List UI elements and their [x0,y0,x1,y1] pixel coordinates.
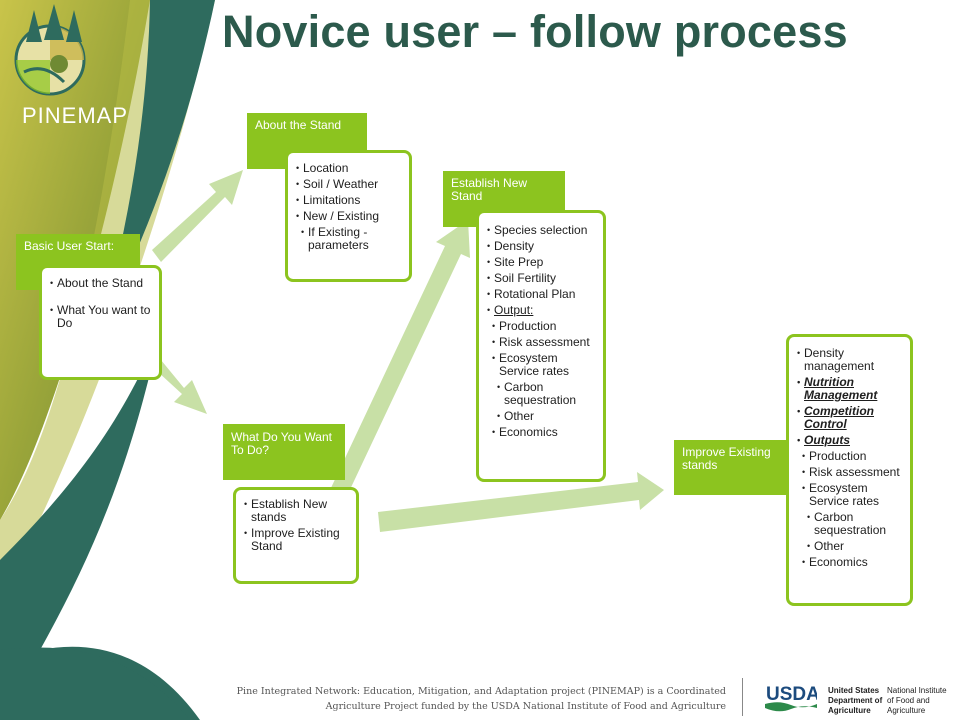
about-item-location: Location [296,162,401,176]
improve-item-ecosystem: Ecosystem Service rates [802,482,902,508]
improve-tab: Improve Existing stands [674,440,794,495]
establish-item-species: Species selection [487,224,595,238]
usda-nifa-line-1: National Institute [887,686,947,695]
usda-nifa-line-2: of Food and [887,696,930,705]
establish-item-ecosystem: Ecosystem Service rates [492,352,595,378]
corner-teal [0,330,200,720]
establish-item-other: Other [497,410,595,424]
about-item-parameters: If Existing - parameters [301,226,401,252]
improve-item-nutrition: Nutrition Management [797,376,902,402]
usda-nifa-line-3: Agriculture [887,706,926,715]
improve-item-density: Density management [797,347,902,373]
improve-item-carbon: Carbon sequestration [807,511,902,537]
about-item-new-existing: New / Existing [296,210,401,224]
footer-teal [0,647,190,720]
about-item-soil: Soil / Weather [296,178,401,192]
improve-item-production: Production [802,450,902,464]
improve-item-competition: Competition Control [797,405,902,431]
improve-item-other: Other [807,540,902,554]
what-item-improve: Improve Existing Stand [244,527,348,553]
establish-item-carbon: Carbon sequestration [497,381,595,407]
about-item-limitations: Limitations [296,194,401,208]
what-card: Establish New stands Improve Existing St… [233,487,359,584]
establish-item-output: Output: [487,304,595,318]
what-tab-label: What Do You Want To Do? [231,430,332,457]
pinemap-logo-icon [14,4,86,96]
usda-dept-line-3: Agriculture [828,706,871,715]
basic-item-about: About the Stand [50,277,151,291]
usda-department: United States Department of Agriculture [828,686,882,716]
establish-tab-label: Establish New Stand [451,176,528,203]
improve-item-economics: Economics [802,556,902,570]
establish-item-rotational: Rotational Plan [487,288,595,302]
improve-card: Density management Nutrition Management … [786,334,913,606]
establish-card: Species selection Density Site Prep Soil… [476,210,606,482]
footer-text: Pine Integrated Network: Education, Miti… [196,684,726,714]
usda-logo-text: USDA [766,684,817,705]
establish-item-density: Density [487,240,595,254]
footer-line-1: Pine Integrated Network: Education, Miti… [236,686,726,697]
basic-start-card: About the Stand What You want to Do [39,265,162,380]
basic-item-what: What You want to Do [50,304,151,330]
page-title: Novice user – follow process [222,6,848,57]
usda-dept-line-1: United States [828,686,880,695]
establish-item-soil-fertility: Soil Fertility [487,272,595,286]
basic-start-tab-label: Basic User Start: [24,239,115,253]
establish-item-production: Production [492,320,595,334]
improve-item-risk: Risk assessment [802,466,902,480]
usda-logo-icon: USDA [765,684,817,712]
footer-line-2: Agriculture Project funded by the USDA N… [325,701,726,712]
establish-item-economics: Economics [492,426,595,440]
what-tab: What Do You Want To Do? [223,424,345,480]
usda-nifa: National Institute of Food and Agricultu… [887,686,947,716]
improve-item-outputs: Outputs [797,434,902,448]
logo-text: PINEMAP [22,103,129,128]
improve-tab-label: Improve Existing stands [682,445,771,472]
establish-item-site-prep: Site Prep [487,256,595,270]
what-item-establish: Establish New stands [244,498,348,524]
about-stand-card: Location Soil / Weather Limitations New … [285,150,412,282]
establish-item-risk: Risk assessment [492,336,595,350]
usda-dept-line-2: Department of [828,696,883,705]
footer-divider [742,678,743,716]
about-stand-tab-label: About the Stand [255,118,342,132]
